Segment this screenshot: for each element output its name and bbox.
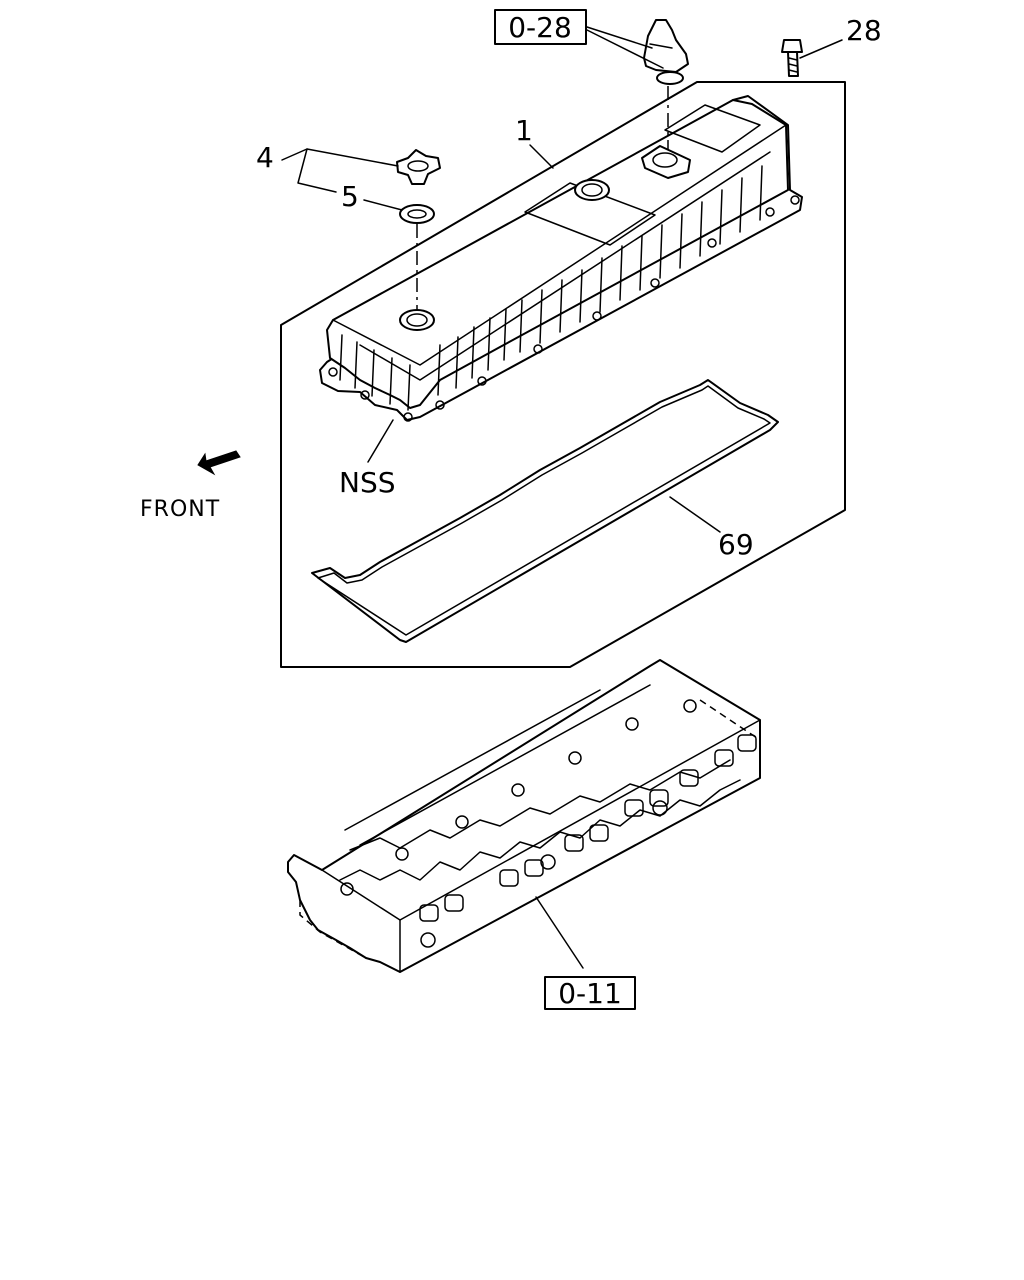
- filler-cap-seal: [399, 204, 435, 224]
- ref-box-bottom[interactable]: [544, 976, 636, 1010]
- valve-cover-gasket: [311, 379, 779, 643]
- arrow-down-left-icon: [197, 450, 241, 476]
- ref-label-bottom[interactable]: 0-11: [558, 977, 622, 1010]
- leader-lines: [281, 26, 843, 969]
- label-part-28: 28: [846, 14, 882, 47]
- bolt: [781, 39, 803, 77]
- cylinder-head: [287, 659, 761, 973]
- label-nss: NSS: [339, 466, 396, 499]
- breather-oring: [656, 71, 684, 85]
- breather-unit: [643, 19, 689, 73]
- label-part-69: 69: [718, 528, 754, 561]
- label-part-4: 4: [256, 141, 274, 174]
- assembly-outline: [280, 81, 846, 668]
- label-part-1: 1: [515, 114, 533, 147]
- valve-cover: [319, 95, 803, 422]
- label-part-5: 5: [341, 180, 359, 213]
- oil-filler-cap: [396, 149, 441, 185]
- label-front: FRONT: [140, 497, 220, 522]
- ref-box-top[interactable]: [494, 9, 587, 45]
- ref-label-top[interactable]: 0-28: [508, 11, 572, 44]
